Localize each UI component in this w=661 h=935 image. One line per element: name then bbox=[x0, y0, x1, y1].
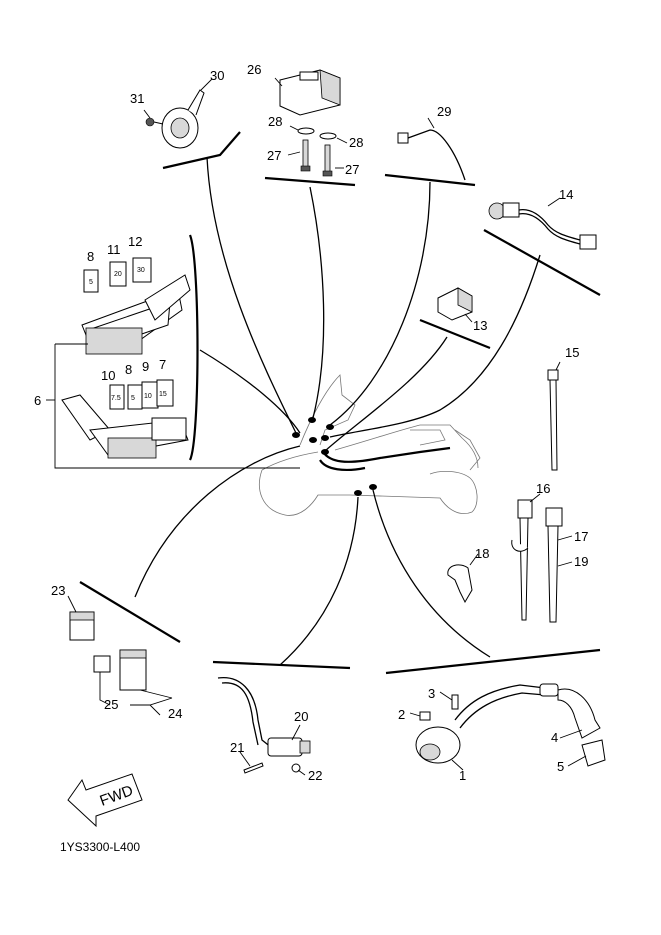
callout-21: 21 bbox=[230, 740, 244, 755]
leader-lines bbox=[134, 156, 541, 666]
callout-9: 9 bbox=[142, 359, 149, 374]
main-harness bbox=[319, 446, 451, 471]
fuse-box-upper bbox=[81, 257, 191, 355]
frame-outline bbox=[259, 374, 481, 516]
callout-17: 17 bbox=[574, 529, 588, 544]
callout-12: 12 bbox=[128, 234, 142, 249]
callout-23: 23 bbox=[51, 583, 65, 598]
callout-18: 18 bbox=[475, 546, 489, 561]
callout-26: 26 bbox=[247, 62, 261, 77]
fuse-rating-30a: 30 bbox=[137, 267, 145, 274]
relay-24-25 bbox=[93, 649, 173, 716]
callout-3: 3 bbox=[428, 686, 435, 701]
callout-14: 14 bbox=[559, 187, 573, 202]
callout-27-right: 27 bbox=[345, 162, 359, 177]
horn bbox=[143, 78, 213, 149]
callout-27-left: 27 bbox=[267, 148, 281, 163]
callout-20: 20 bbox=[294, 709, 308, 724]
coupler bbox=[437, 287, 473, 323]
callout-30: 30 bbox=[210, 68, 224, 83]
diagram-code: 1YS3300-L400 bbox=[60, 840, 140, 854]
fuse-rating-20a: 20 bbox=[114, 271, 122, 278]
clamp-17-19 bbox=[545, 507, 573, 623]
callout-10: 10 bbox=[101, 368, 115, 383]
callout-4: 4 bbox=[551, 730, 558, 745]
group-brackets bbox=[79, 131, 601, 675]
cable-tie-15 bbox=[547, 361, 561, 471]
callout-5: 5 bbox=[557, 759, 564, 774]
callout-22: 22 bbox=[308, 768, 322, 783]
callout-6: 6 bbox=[34, 393, 41, 408]
connector-points bbox=[292, 417, 377, 496]
sub-harness bbox=[488, 197, 597, 250]
callout-1: 1 bbox=[459, 768, 466, 783]
fuse-ratings: 5 20 30 7.5 5 10 15 bbox=[89, 267, 167, 402]
clamp-16 bbox=[511, 493, 541, 621]
fwd-arrow: FWD bbox=[67, 773, 143, 828]
callout-15: 15 bbox=[565, 345, 579, 360]
fuse-rating-10a: 10 bbox=[144, 393, 152, 400]
callout-7: 7 bbox=[159, 357, 166, 372]
clamp-18 bbox=[447, 553, 479, 604]
sensor-lead bbox=[397, 117, 466, 181]
fuse-rating-5a-lower: 5 bbox=[131, 395, 135, 402]
callout-11: 11 bbox=[107, 242, 121, 257]
callout-25: 25 bbox=[104, 697, 118, 712]
callout-28-left: 28 bbox=[268, 114, 282, 129]
fuse-box-lower bbox=[61, 379, 189, 459]
callouts: 1 2 3 4 5 6 7 8 8 9 10 11 12 13 14 15 16… bbox=[34, 62, 588, 783]
callout-13: 13 bbox=[473, 318, 487, 333]
fuse-rating-5a: 5 bbox=[89, 279, 93, 286]
callout-8-lower: 8 bbox=[125, 362, 132, 377]
solenoid-assembly bbox=[217, 677, 311, 776]
callout-16: 16 bbox=[536, 481, 550, 496]
fuse-group-bracket bbox=[46, 343, 300, 469]
fuse-rating-7-5a: 7.5 bbox=[111, 395, 121, 402]
relay-23 bbox=[67, 595, 95, 641]
callout-31: 31 bbox=[130, 91, 144, 106]
callout-19: 19 bbox=[574, 554, 588, 569]
callout-24: 24 bbox=[168, 706, 182, 721]
callout-8-upper: 8 bbox=[87, 249, 94, 264]
fuse-rating-15a: 15 bbox=[159, 391, 167, 398]
callout-2: 2 bbox=[398, 707, 405, 722]
relay-group bbox=[274, 69, 348, 177]
callout-28-right: 28 bbox=[349, 135, 363, 150]
callout-29: 29 bbox=[437, 104, 451, 119]
ignition-coil bbox=[409, 683, 606, 771]
